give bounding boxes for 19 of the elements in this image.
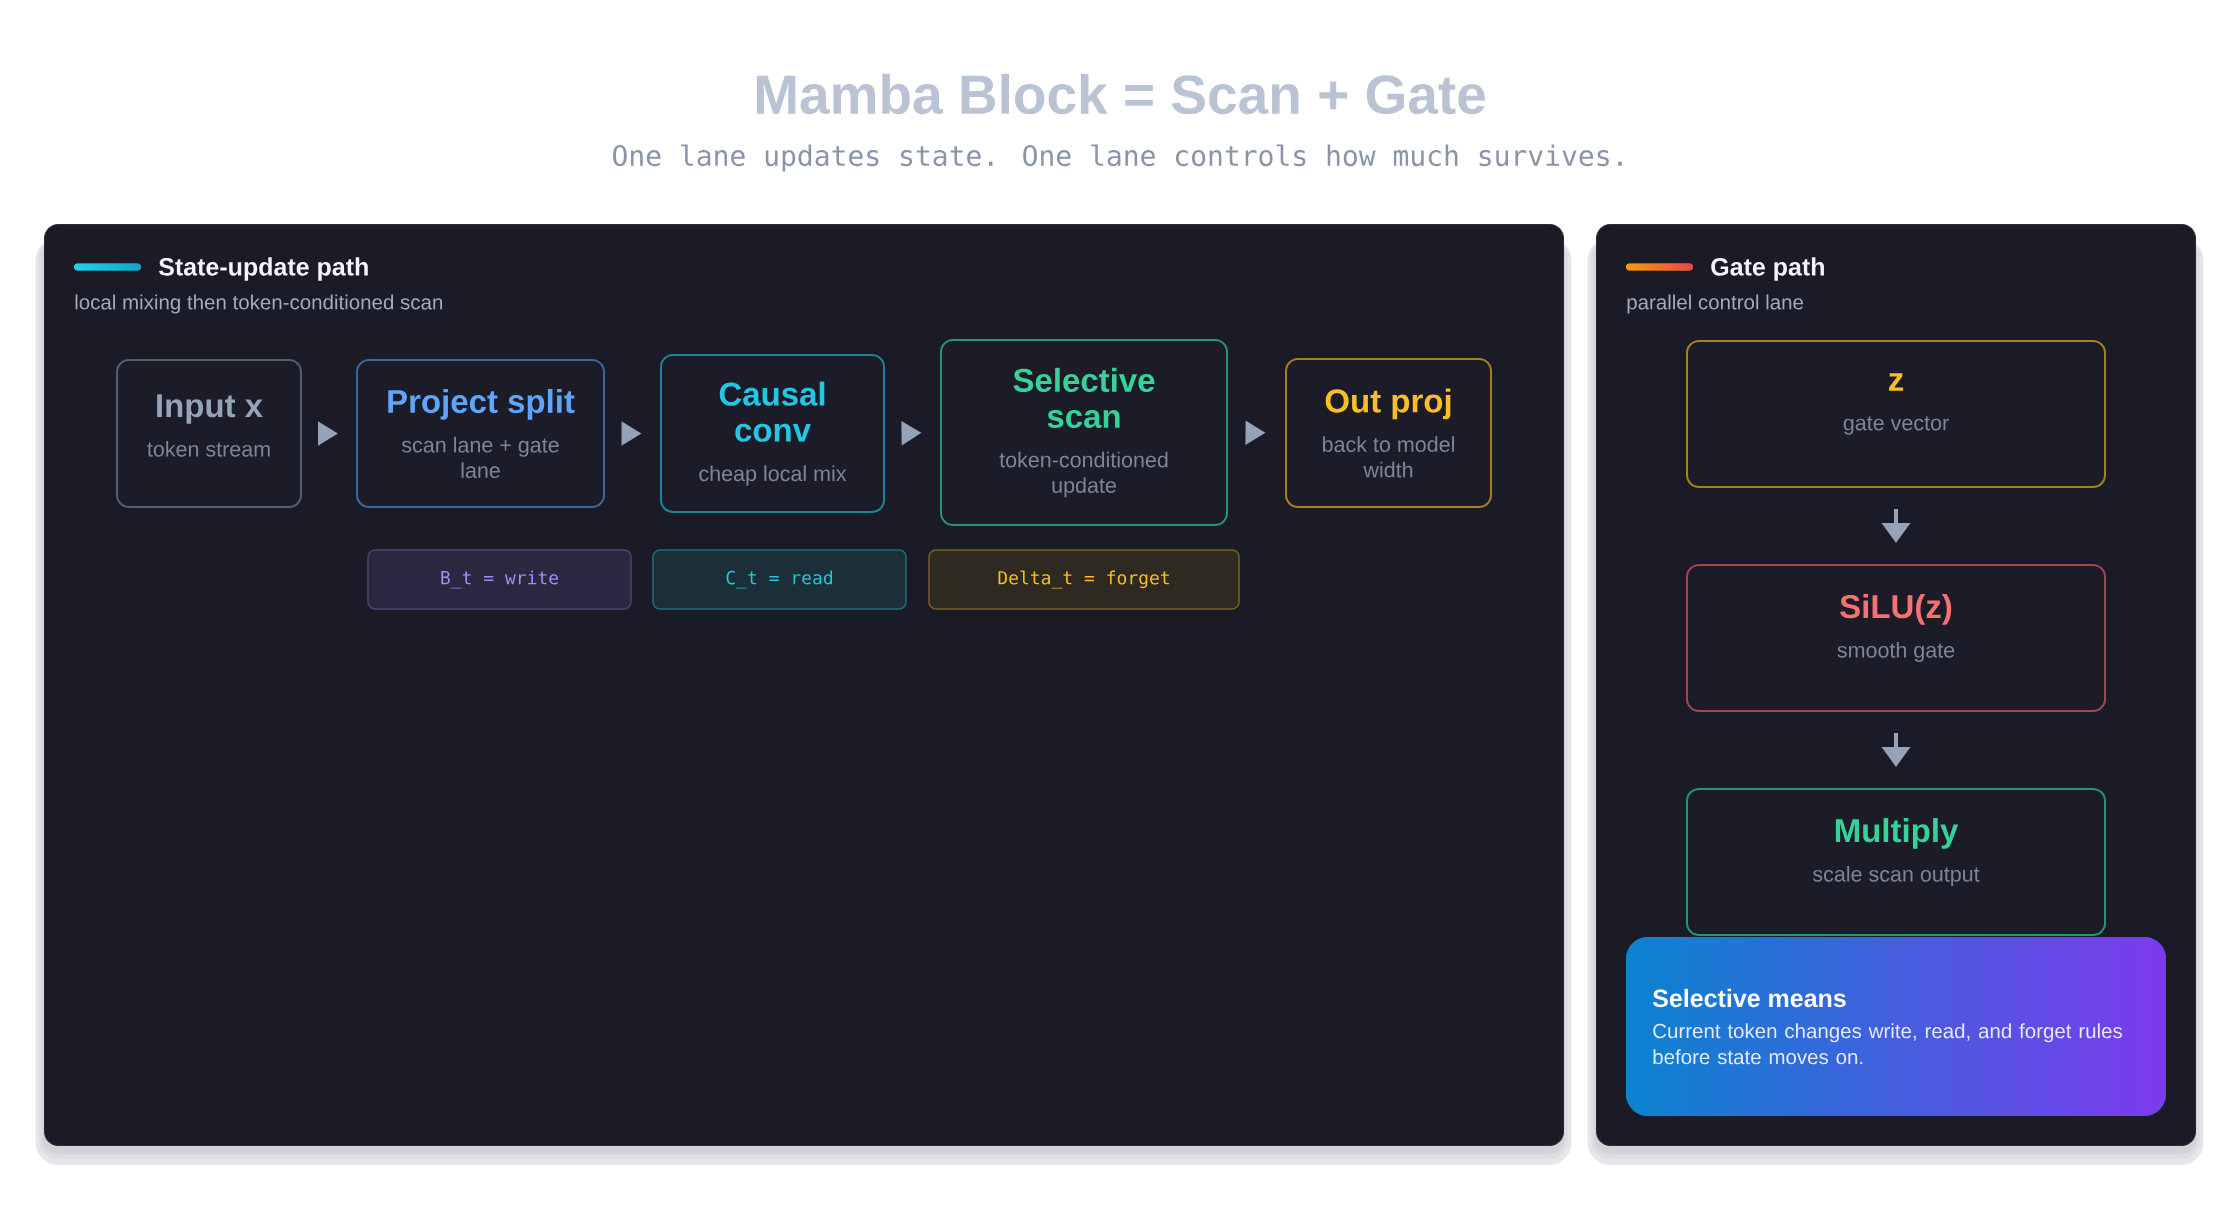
process-box: Out proj back to model width xyxy=(1285,358,1492,508)
process-box: SiLU(z) smooth gate xyxy=(1686,564,2106,712)
callout-text: Current token changes write, read, and forget rules before state moves on. xyxy=(1653,1023,2122,1065)
callout-title: Selective means xyxy=(1652,988,1846,1008)
process-box: z gate vector xyxy=(1686,340,2106,488)
process-box: Causal conv cheap local mix xyxy=(660,354,885,513)
title: Mamba Block = Scan + Gate xyxy=(756,73,1485,115)
process-box: Input x token stream xyxy=(116,359,302,508)
tag-box: Delta_t = forget xyxy=(928,549,1240,610)
panel-subheading: parallel control lane xyxy=(1627,294,1803,314)
subtitle: One lane updates state. One lane controls how much survives. xyxy=(613,144,1622,172)
panel-heading: State-update path xyxy=(158,257,368,281)
tag-box: C_t = read xyxy=(652,549,907,610)
tag-box: B_t = write xyxy=(367,549,632,610)
process-box: Selective scan token-conditioned update xyxy=(940,339,1228,526)
process-box: Multiply scale scan output xyxy=(1686,788,2106,936)
panel-heading: Gate path xyxy=(1711,257,1824,281)
panel-subheading: local mixing then token-conditioned scan xyxy=(75,294,442,314)
process-box: Project split scan lane + gate lane xyxy=(356,359,605,508)
